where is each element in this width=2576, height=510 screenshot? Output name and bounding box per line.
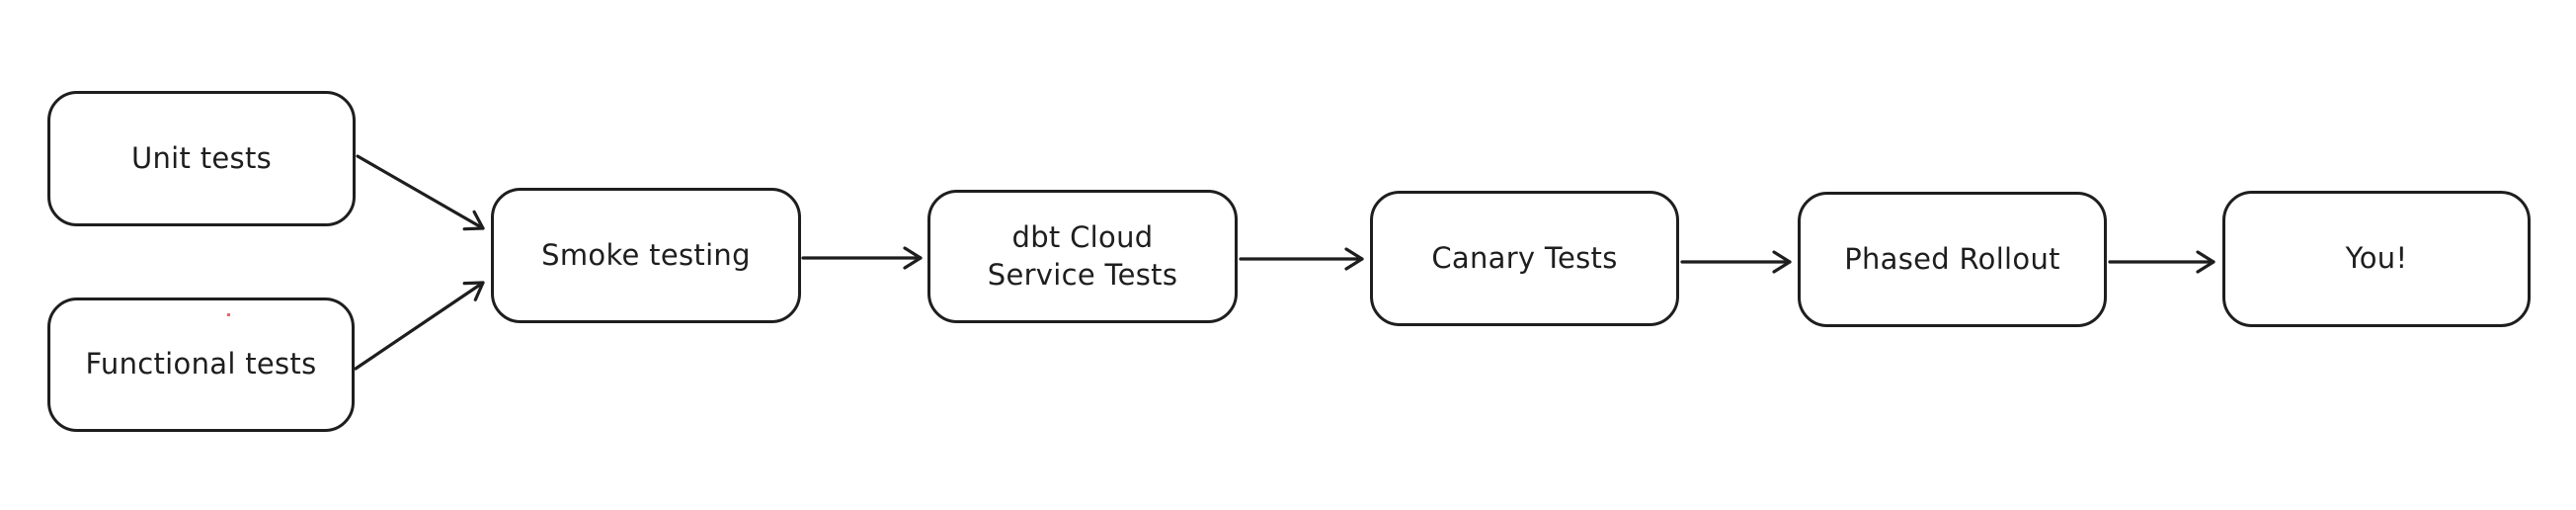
node-smoke-testing: Smoke testing bbox=[491, 188, 801, 323]
edge-functional-to-smoke bbox=[354, 281, 485, 371]
stray-red-dot-artifact bbox=[227, 313, 230, 316]
edge-unit-to-smoke bbox=[356, 154, 485, 231]
node-unit-tests: Unit tests bbox=[47, 91, 356, 226]
node-canary-tests: Canary Tests bbox=[1370, 191, 1679, 326]
node-dbt-cloud-service-tests: dbt Cloud Service Tests bbox=[927, 190, 1238, 323]
node-functional-tests: Functional tests bbox=[47, 298, 355, 432]
node-phased-rollout: Phased Rollout bbox=[1798, 192, 2107, 327]
node-you: You! bbox=[2222, 191, 2531, 327]
